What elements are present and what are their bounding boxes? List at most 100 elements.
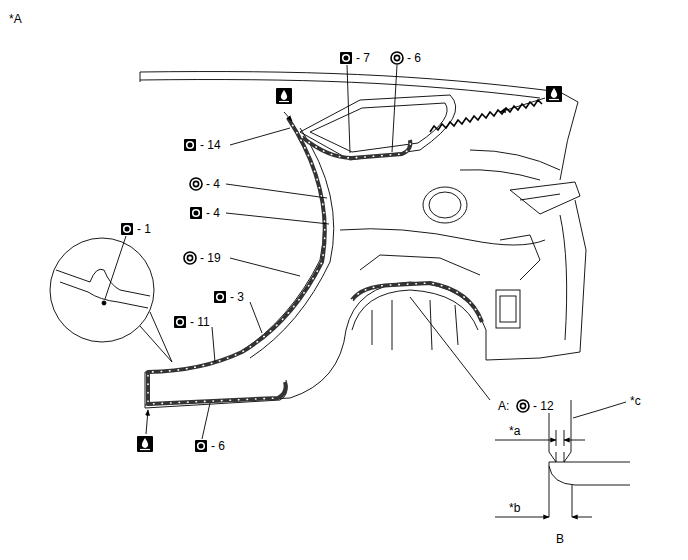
leader-lines-part [146,410,148,434]
leader-lines-part [230,128,290,145]
callout-number: - 1 [136,222,152,236]
leader-lines-part [230,258,300,276]
square-sealer-icon-part-part [193,210,200,217]
body-outline-part [340,229,545,245]
nozzle-detail-part [572,517,592,518]
square-sealer-icon-part-part [124,226,131,233]
sealer-bead-part [352,283,482,322]
square-sealer-icon-part-part [340,52,352,64]
body-outline-part [145,118,324,372]
callout-number: - 3 [229,290,245,304]
callout-number: - 4 [205,206,221,220]
square-sealer-icon-part [340,52,352,64]
nozzle-detail-part [556,452,564,462]
square-sealer-icon-part [195,440,207,452]
sealant-drop-icon-part [137,436,153,452]
body-outline-part [429,192,461,218]
square-sealer-icon-part-part [195,440,207,452]
view-letter: B [555,532,565,546]
body-outline-part [486,200,586,360]
leader-lines-part [500,98,545,112]
circle-sealer-icon-part-part [190,178,202,190]
square-sealer-icon-part-part [343,55,350,62]
circle-sealer-icon-part-part [193,181,198,186]
leader-lines-part [410,297,490,400]
sealant-drop-icon-part-part [281,90,287,100]
square-sealer-icon-part-part [214,291,226,303]
nozzle-detail-part [549,462,630,463]
callout-number: - 6 [406,51,422,65]
detail-magnifier-part [56,269,150,296]
body-outline-part [500,296,516,322]
body-outline-part [470,150,560,170]
leader-lines-part [226,184,327,198]
body-outline-part [496,290,520,328]
sealer-bead [148,100,542,404]
callout-number: - 11 [189,315,211,329]
sealant-drop-icon-part-part [549,99,559,100]
sealer-bead-part [352,283,482,322]
sealant-drop-icon-part-part [276,88,292,104]
sealer-bead-part [430,100,542,132]
square-sealer-icon-part-part [174,316,186,328]
body-outline-part [460,170,540,180]
circle-sealer-icon-part-part [517,400,529,412]
leader-lines-part [284,112,292,121]
sealant-drop-icon-part-part [140,449,150,450]
leader-lines [105,65,626,439]
detail-magnifier-part [50,238,154,342]
square-sealer-icon-part-part [198,443,205,450]
sealer-bead-part [148,118,325,404]
callout-number: - 12 [532,399,555,413]
square-sealer-icon-part-part [184,139,196,151]
nozzle-detail-part [549,462,575,517]
body-outline-part [423,187,467,223]
sealant-drop-icon-part [276,88,292,104]
square-sealer-icon-part-part [217,294,224,301]
square-sealer-icon-part-part [177,319,184,326]
circle-sealer-icon-part-part [394,55,399,60]
leader-lines-part [347,65,350,153]
circle-sealer-icon-part-part [391,52,403,64]
body-outline-part [510,182,580,214]
body-outline-part [140,72,578,102]
nozzle-detail-part [556,430,564,446]
square-sealer-icon [121,52,352,452]
circle-sealer-icon [184,52,529,412]
sealant-drop-icon [137,86,562,452]
callout-number: - 7 [355,51,371,65]
dimension-label: *a [508,424,521,438]
figure-id: *A [8,12,23,26]
square-sealer-icon-part [190,207,202,219]
body-outline-part [140,72,141,82]
body-outline-part [250,128,334,358]
circle-sealer-icon-part-part [184,252,196,264]
callout-number: - 14 [199,138,222,152]
leader-lines-part [573,402,626,418]
body-outline-part [560,102,578,180]
body-outline [140,72,586,408]
callout-number: - 19 [199,251,222,265]
square-sealer-icon-part [184,139,196,151]
body-outline-part [352,290,478,330]
circle-sealer-icon-part [184,252,196,264]
nozzle-detail-part [575,485,630,486]
sealer-bead-part [302,137,410,158]
detail-magnifier-part [60,282,148,308]
circle-sealer-icon-part-part [520,403,525,408]
circle-sealer-icon-part [190,178,202,190]
square-sealer-icon-part [174,316,186,328]
nozzle-detail [495,400,630,517]
body-outline-part [520,194,560,200]
square-sealer-icon-part [214,291,226,303]
square-sealer-icon-part-part [187,142,194,149]
sealant-drop-icon-part-part [279,101,289,102]
callout-label: *c [629,394,642,408]
body-outline-part [560,215,567,340]
nozzle-detail-part [564,440,585,441]
sealant-drop-icon-part-part [546,86,562,102]
leader-lines-part [202,403,210,439]
nozzle-detail-part [495,517,549,518]
